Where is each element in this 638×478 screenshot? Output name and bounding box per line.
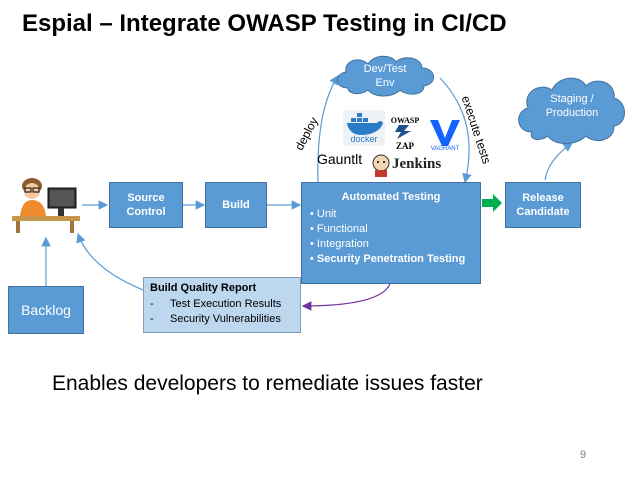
dev-test-env-cloud bbox=[336, 55, 434, 97]
jenkins-label: Jenkins bbox=[392, 156, 442, 172]
source-control-box: Source Control bbox=[109, 182, 183, 228]
owasp-zap-logo: OWASP ZAP bbox=[387, 116, 423, 151]
build-quality-report-title: Build Quality Report bbox=[150, 282, 257, 294]
list-item: • Security Penetration Testing bbox=[310, 253, 466, 265]
gauntlt-label: Gauntlt bbox=[317, 151, 363, 167]
list-item: -Test Execution Results bbox=[150, 298, 282, 310]
arrow-deploy bbox=[317, 74, 339, 183]
list-item: -Security Vulnerabilities bbox=[150, 313, 281, 325]
list-item: • Integration bbox=[310, 238, 369, 250]
staging-cloud bbox=[518, 77, 625, 144]
staging-label: Staging / Production bbox=[545, 93, 599, 119]
developer-icon bbox=[12, 178, 80, 233]
automated-testing-box: Automated Testing • Unit • Functional • … bbox=[301, 182, 481, 284]
automated-testing-list: • Unit • Functional • Integration • Secu… bbox=[310, 207, 465, 267]
arrow-execute bbox=[439, 77, 472, 184]
release-candidate-box: Release Candidate bbox=[505, 182, 581, 228]
page-number: 9 bbox=[580, 449, 587, 461]
docker-logo: docker bbox=[343, 110, 385, 146]
list-item: • Functional bbox=[310, 223, 368, 235]
arrow-to-staging bbox=[544, 142, 573, 181]
arrow-report-to-dev bbox=[76, 232, 144, 291]
arrow-auto-to-report bbox=[301, 283, 391, 311]
jenkins-icon bbox=[372, 154, 390, 177]
build-box: Build bbox=[205, 182, 267, 228]
green-arrow bbox=[482, 194, 502, 212]
caption: Enables developers to remediate issues f… bbox=[52, 372, 483, 395]
list-item: • Unit bbox=[310, 208, 337, 220]
vagrant-logo: VAGRANT bbox=[428, 118, 462, 156]
slide-title: Espial – Integrate OWASP Testing in CI/C… bbox=[22, 10, 507, 37]
zap-bolt-icon bbox=[395, 125, 411, 139]
automated-testing-title: Automated Testing bbox=[341, 191, 441, 203]
build-quality-report-box: Build Quality Report -Test Execution Res… bbox=[143, 277, 301, 333]
dev-test-env-label: Dev/Test Env bbox=[363, 63, 407, 89]
backlog-box: Backlog bbox=[8, 286, 84, 334]
